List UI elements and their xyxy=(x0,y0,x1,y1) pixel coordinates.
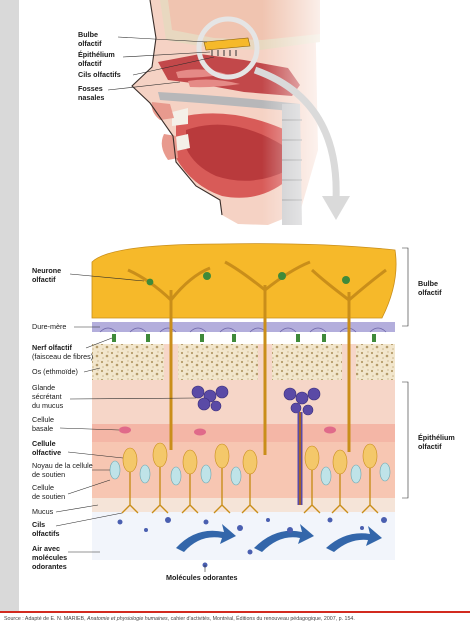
head-fade xyxy=(262,0,342,230)
cilia xyxy=(121,467,379,514)
label-fosses: Fosses xyxy=(78,84,103,93)
svg-text:olfactif: olfactif xyxy=(78,39,102,48)
mucus-glands xyxy=(191,385,321,416)
label-os: Os (ethmoïde) xyxy=(32,367,78,376)
basal-layer xyxy=(92,424,395,442)
nerve-fibres xyxy=(112,334,376,342)
svg-text:odorantes: odorantes xyxy=(32,562,67,571)
svg-text:olfactif: olfactif xyxy=(78,59,102,68)
mucus-layer xyxy=(92,498,395,512)
label-glande: Glande xyxy=(32,383,55,392)
label-cils: Cils xyxy=(32,520,45,529)
label-molecules: Molécules odorantes xyxy=(166,573,238,582)
nasal-conchae xyxy=(176,69,240,88)
label-epithelium: Épithélium xyxy=(78,50,115,59)
airflow-arrows xyxy=(176,524,382,552)
olfactory-detail xyxy=(91,243,397,572)
right-braces: Bulbe olfactif Épithélium olfactif xyxy=(402,247,455,499)
olfactory-bulb xyxy=(91,243,397,319)
label-dure-mere: Dure-mère xyxy=(32,322,66,331)
source-credit: Source : Adapté de E. N. MARIEB, Anatomi… xyxy=(4,616,355,622)
label-cils: Cils olfactifs xyxy=(78,70,121,79)
svg-text:nasales: nasales xyxy=(78,93,104,102)
head-outline xyxy=(131,0,223,216)
svg-text:(faisceau de fibres): (faisceau de fibres) xyxy=(32,352,93,361)
zoom-arrow xyxy=(253,66,350,220)
svg-text:de soutien: de soutien xyxy=(32,470,65,479)
label-noyau: Noyau de la cellule xyxy=(32,461,93,470)
upper-teeth xyxy=(172,108,188,126)
right-label-epithelium: Épithélium xyxy=(418,433,455,442)
source-title: Anatomie et physiologie humaines xyxy=(87,616,168,622)
olfactory-cells xyxy=(122,442,378,475)
svg-text:olfactif: olfactif xyxy=(32,275,56,284)
odorant-molecules xyxy=(117,517,387,568)
detail-labels: Neurone olfactif Dure-mère Nerf olfactif… xyxy=(32,266,238,582)
head-labels: Bulbe olfactif Épithélium olfactif Cils … xyxy=(78,30,215,102)
svg-text:olfactifs: olfactifs xyxy=(32,529,60,538)
support-cells xyxy=(109,460,391,486)
connective-tissue xyxy=(92,380,395,424)
label-cellule-basale: Cellule xyxy=(32,415,54,424)
svg-text:olfactive: olfactive xyxy=(32,448,61,457)
zoom-circle xyxy=(196,16,260,80)
label-neurone: Neurone xyxy=(32,266,61,275)
svg-text:olfactif: olfactif xyxy=(418,288,442,297)
svg-text:du mucus: du mucus xyxy=(32,401,64,410)
label-cellule-soutien: Cellule xyxy=(32,483,54,492)
basal-cells xyxy=(119,426,336,436)
svg-text:sécrétant: sécrétant xyxy=(32,392,62,401)
bulb-small xyxy=(203,37,251,56)
axons xyxy=(127,260,387,455)
right-label-bulbe: Bulbe xyxy=(418,279,438,288)
left-margin-bar xyxy=(0,0,19,612)
neuron-bodies xyxy=(146,272,350,286)
label-air: Air avec xyxy=(32,544,60,553)
svg-text:molécules: molécules xyxy=(32,553,67,562)
label-mucus: Mucus xyxy=(32,507,54,516)
source-divider xyxy=(0,611,470,613)
svg-text:de soutien: de soutien xyxy=(32,492,65,501)
svg-text:basale: basale xyxy=(32,424,53,433)
label-bulbe: Bulbe xyxy=(78,30,98,39)
dura-mater xyxy=(92,322,395,332)
label-cellule-olfactive: Cellule xyxy=(32,439,56,448)
upper-lip xyxy=(151,102,174,120)
head-cross-section xyxy=(131,0,342,230)
air-region xyxy=(92,512,395,560)
label-nerf: Nerf olfactif xyxy=(32,343,73,352)
svg-text:olfactif: olfactif xyxy=(418,442,442,451)
